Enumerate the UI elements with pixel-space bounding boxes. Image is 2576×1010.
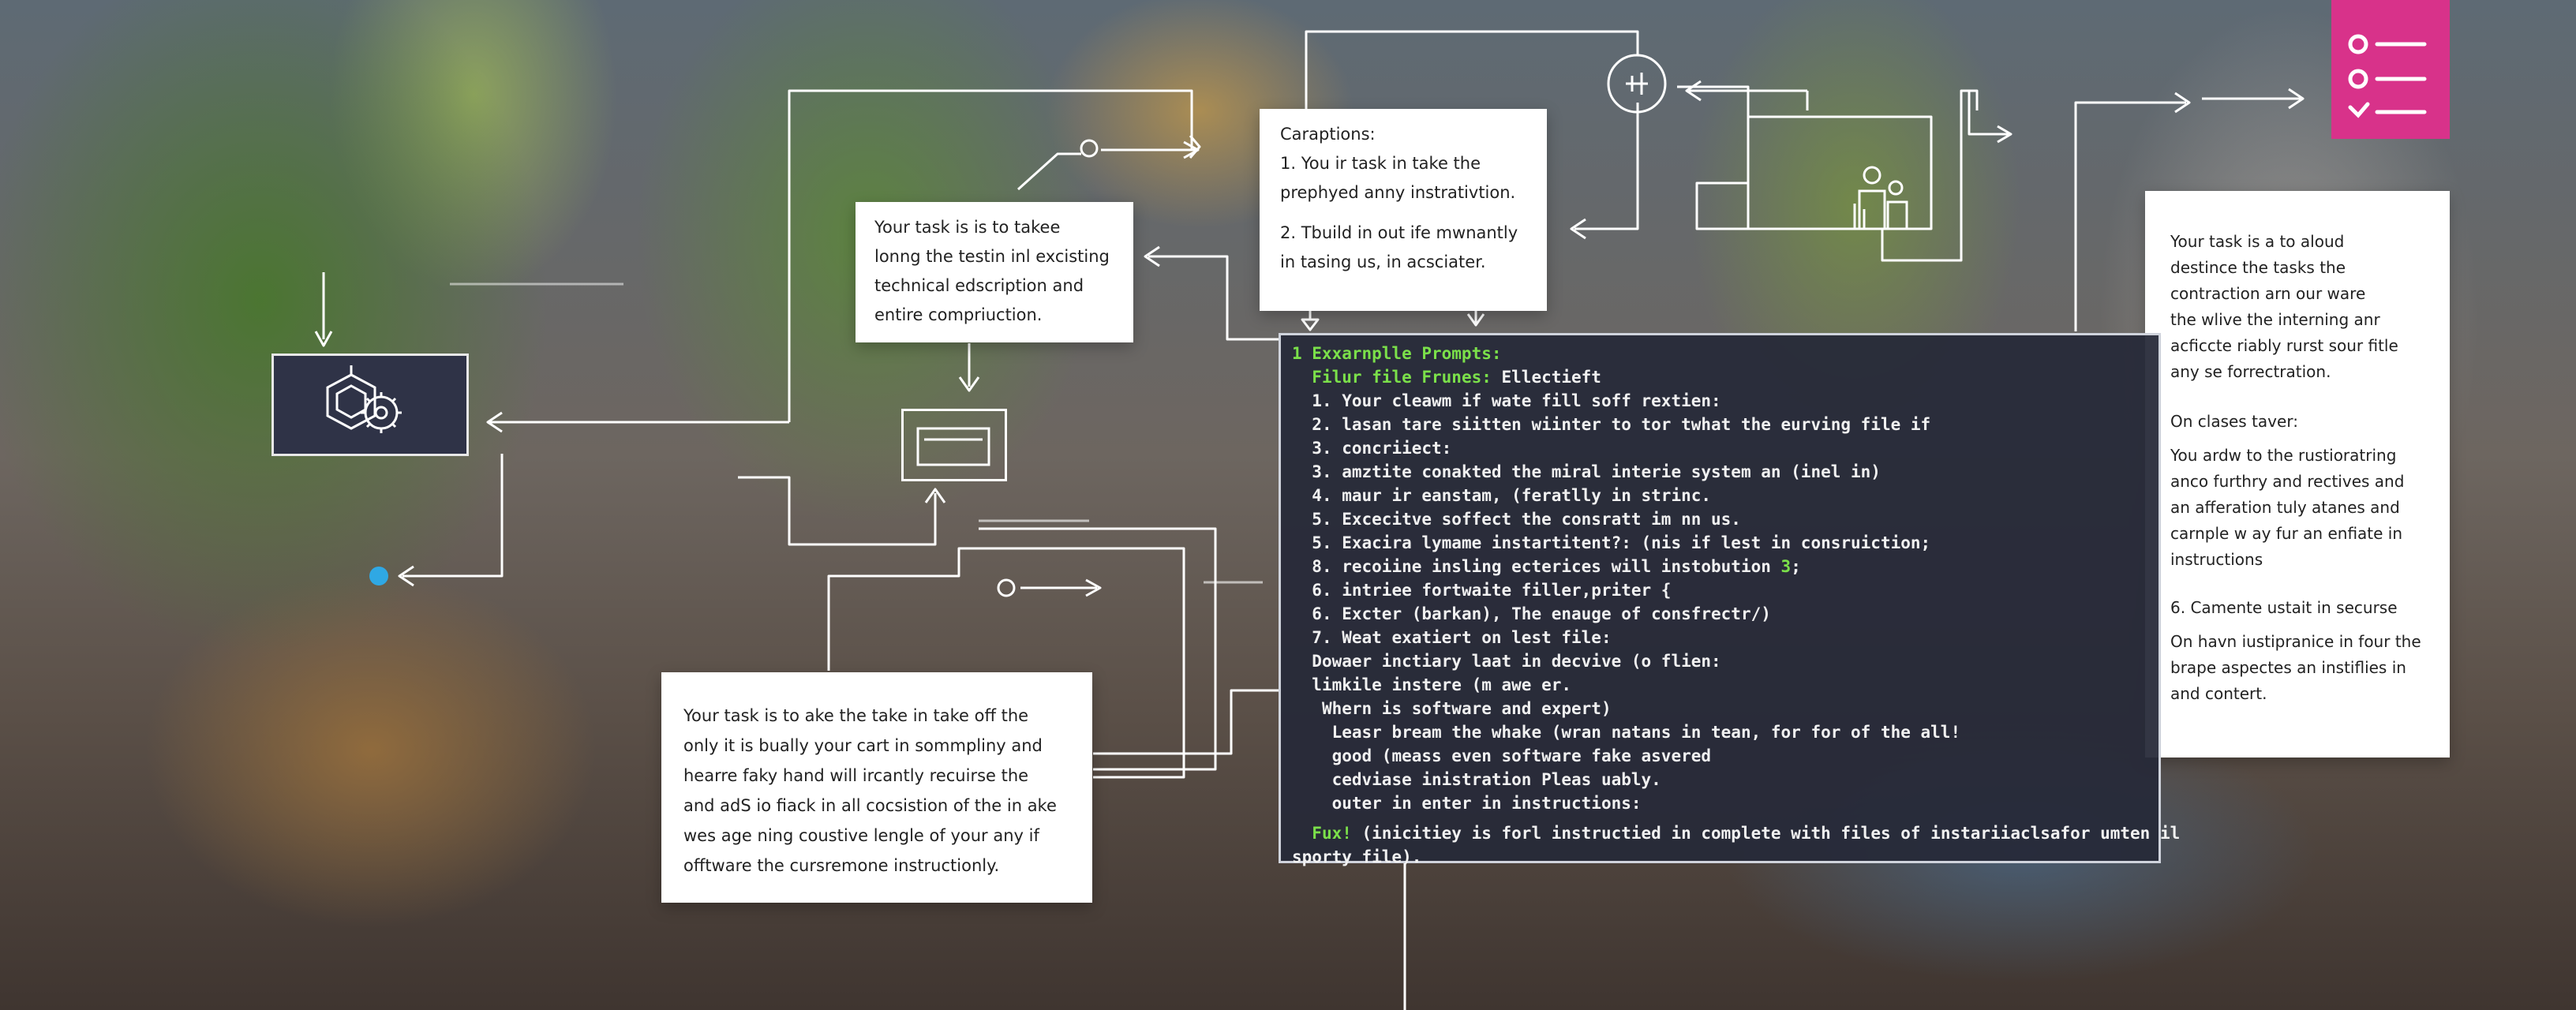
captions-card: Caraptions: 1. You ir task in take the p… <box>1260 109 1547 311</box>
task-card-bottom-line: hearre faky hand will ircantly recuirse … <box>683 766 1029 785</box>
terminal-line: 4. maur ir eanstam, (feratlly in strinc. <box>1312 486 1712 505</box>
status-dot <box>369 567 388 585</box>
terminal-line: Whern is software and expert) <box>1312 699 1612 718</box>
right-card-line: You ardw to the rustioratring <box>2170 446 2397 465</box>
right-card-line: acficcte riably rurst sour fitle <box>2170 336 2398 355</box>
terminal-line: cedviase inistration Pleas uably. <box>1312 770 1661 789</box>
task-card-bottom-line: wes age ning coustive lengle of your any… <box>683 826 1039 845</box>
captions-item: 2. Tbuild in out ife mwnantly <box>1280 223 1518 242</box>
captions-title: Caraptions: <box>1280 125 1376 144</box>
terminal-footer: Fux! (inicitiey is forl instructied in c… <box>1312 824 2181 843</box>
checklist-icon[interactable] <box>2331 0 2450 139</box>
terminal-line-highlight: 8. recoiine insling ecterices will insto… <box>1312 557 1801 576</box>
task-card-top-line: Your task is is to takee <box>874 218 1061 237</box>
task-card-bottom: Your task is to ake the take in take off… <box>661 672 1092 903</box>
captions-item: prephyed anny instrativtion. <box>1280 183 1516 202</box>
terminal-title: 1 Exxarnplle Prompts: <box>1292 344 1502 363</box>
right-card-line: instructions <box>2170 550 2263 569</box>
right-card-line: anco furthry and rectives and <box>2170 472 2405 491</box>
right-card-line: and contert. <box>2170 684 2267 703</box>
terminal-line: 3. concriiect: <box>1312 439 1452 458</box>
terminal-line: Leasr bream the whake (wran natans in te… <box>1312 723 1961 742</box>
right-card-heading: 6. Camente ustait in securse <box>2170 598 2398 617</box>
right-card-line: an afferation tuly atanes and <box>2170 498 2400 517</box>
right-card-line: carnple w ay fur an enfiate in <box>2170 524 2403 543</box>
hexagon-gear-panel[interactable] <box>271 354 469 456</box>
right-card-line: Your task is a to aloud <box>2170 232 2345 251</box>
captions-item: 1. You ir task in take the <box>1280 154 1481 173</box>
terminal-footer-cont: sporty file). <box>1292 847 1422 866</box>
prompt-terminal[interactable]: 1 Exxarnplle Prompts: Filur file Frunes:… <box>1279 333 2181 866</box>
task-card-bottom-line: only it is bually your cart in sommpliny… <box>683 736 1043 755</box>
terminal-line: 6. intriee fortwaite filler,priter { <box>1312 581 1672 600</box>
terminal-line: good (meass even software fake asvered <box>1312 746 1712 765</box>
window-icon[interactable] <box>901 409 1007 481</box>
right-card-line: contraction arn our ware <box>2170 284 2366 303</box>
right-card-heading: On clases taver: <box>2170 412 2298 431</box>
people-chart-icon <box>1853 166 1908 229</box>
terminal-line: 6. Excter (barkan), The enauge of consfr… <box>1312 604 1771 623</box>
terminal-line: limkile instere (m awe er. <box>1312 675 1572 694</box>
task-card-top-line: technical edscription and <box>874 276 1084 295</box>
terminal-line: 5. Excecitve soffect the consratt im nn … <box>1312 510 1741 529</box>
task-card-top-line: lonng the testin inl excisting <box>874 247 1110 266</box>
task-card-top: Your task is is to takee lonng the testi… <box>856 202 1133 342</box>
captions-item: in tasing us, in acsciater. <box>1280 252 1486 271</box>
terminal-line: 1. Your cleawm if wate fill soff rextien… <box>1312 391 1721 410</box>
terminal-line: 5. Exacira lymame instartitent?: (nis if… <box>1312 533 1931 552</box>
terminal-line: 3. amztite conakted the miral interie sy… <box>1312 462 1881 481</box>
right-card-line: On havn iustipranice in four the <box>2170 632 2421 651</box>
right-card-line: destince the tasks the <box>2170 258 2346 277</box>
task-card-bottom-line: Your task is to ake the take in take off… <box>683 706 1029 725</box>
terminal-line: 2. lasan tare siitten wiinter to tor twh… <box>1312 415 1931 434</box>
hexagon-gear-icon <box>326 365 402 433</box>
right-card-line: the wlive the interning anr <box>2170 310 2380 329</box>
task-card-bottom-line: and adS io fiack in all cocsistion of th… <box>683 796 1057 815</box>
terminal-line: outer in enter in instructions: <box>1312 794 1642 813</box>
task-card-top-line: entire compriuction. <box>874 305 1043 324</box>
terminal-subtitle-label: Filur file Frunes: <box>1312 368 1492 387</box>
right-card-line: brape aspectes an instiflies in <box>2170 658 2406 677</box>
right-card-line: any se forrectration. <box>2170 362 2331 381</box>
terminal-subtitle-value: Ellectieft <box>1491 368 1601 387</box>
gauge-icon <box>1607 54 1667 114</box>
terminal-subtitle: Filur file Frunes: Ellectieft <box>1292 365 2147 389</box>
terminal-line: Dowaer inctiary laat in decvive (o flien… <box>1312 652 1721 671</box>
task-card-right: Your task is a to aloud destince the tas… <box>2145 191 2450 758</box>
task-card-bottom-line: offtware the cursremone instructionly. <box>683 856 1000 875</box>
terminal-footer-label: Fux! <box>1312 824 1352 843</box>
terminal-line: 7. Weat exatiert on lest file: <box>1312 628 1612 647</box>
